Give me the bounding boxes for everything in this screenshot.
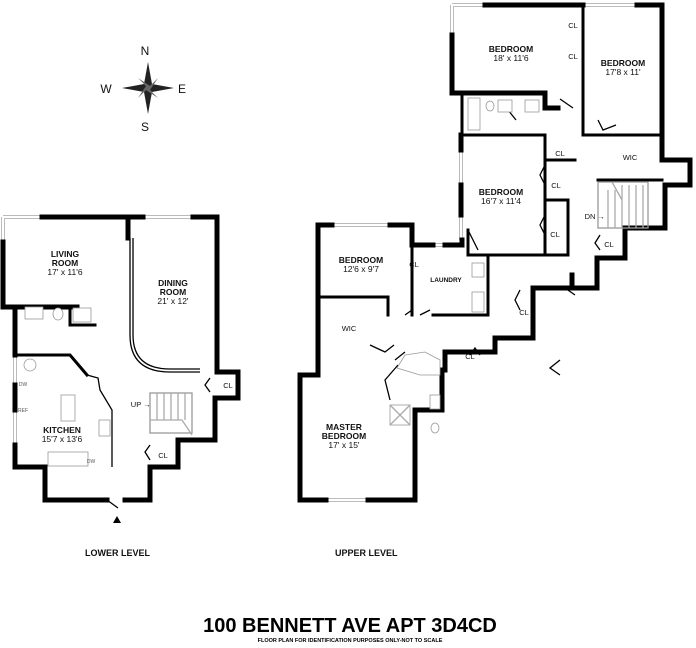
room-wic: WIC (623, 153, 638, 162)
toilet-icon (485, 100, 495, 112)
stairs-down (597, 181, 649, 229)
room-bedroom-size: 18' x 11'6 (493, 53, 528, 63)
compass-n: N (141, 44, 150, 58)
upper-level-plan: DN → BEDROOM 18' x 11'6 BEDROOM 17'8 x 1… (297, 2, 693, 558)
stairs-up-label: UP (131, 400, 141, 409)
arrow-right-icon: → (143, 400, 151, 409)
arrow-right-icon: → (597, 212, 605, 221)
closet-label: CL (465, 352, 475, 361)
room-dining-name: DINING (158, 278, 188, 288)
room-master-size: 17' x 15' (328, 440, 360, 450)
sink-icon (497, 99, 513, 113)
closet-label: CL (409, 260, 419, 269)
kitchen-sink (47, 451, 89, 467)
bathtub-icon (467, 97, 481, 131)
closet-label: CL (555, 149, 565, 158)
room-kitchen-size: 15'7 x 13'6 (42, 434, 83, 444)
compass-s: S (141, 120, 149, 134)
room-bedroom-name: BEDROOM (489, 44, 533, 54)
closet-label: CL (223, 381, 233, 390)
dryer-icon (471, 291, 485, 313)
stairs-down-label: DN (585, 212, 596, 221)
closet-label: CL (568, 21, 578, 30)
room-bedroom-size: 16'7 x 11'4 (481, 196, 521, 206)
compass-w: W (100, 82, 112, 96)
lower-walls (0, 214, 241, 503)
closet-label: CL (551, 181, 561, 190)
lower-level-plan: UP → LIVING ROOM 17' x 11'6 DINING ROOM … (0, 214, 241, 558)
closet-label: CL (158, 451, 168, 460)
closet-label: CL (550, 230, 560, 239)
upper-level-label: UPPER LEVEL (335, 548, 398, 558)
appliance-label: REF (18, 408, 28, 414)
room-bedroom-size: 12'6 x 9'7 (343, 264, 379, 274)
room-living-name: LIVING (51, 249, 80, 259)
sink-icon (524, 99, 540, 113)
room-living-name2: ROOM (52, 258, 78, 268)
room-living-size: 17' x 11'6 (47, 267, 82, 277)
closet-label: CL (519, 308, 529, 317)
shower-icon (389, 404, 411, 426)
sink-icon (72, 307, 92, 323)
page-title: 100 BENNETT AVE APT 3D4CD (203, 615, 497, 637)
toilet-icon (52, 307, 64, 321)
closet-label: CL (604, 240, 614, 249)
compass-e: E (178, 82, 186, 96)
appliance-label: DW (87, 459, 96, 465)
room-master-name2: BEDROOM (322, 431, 366, 441)
stove-icon (98, 419, 111, 437)
lazy-susan (23, 358, 37, 372)
room-dining-name2: ROOM (160, 287, 186, 297)
sink-icon (24, 306, 44, 320)
bathtub-icon (396, 351, 441, 376)
room-wic: WIC (342, 324, 357, 333)
room-bedroom-name: BEDROOM (479, 187, 523, 197)
closet-label: CL (568, 52, 578, 61)
room-bedroom-name: BEDROOM (601, 58, 645, 68)
room-bedroom-size: 17'8 x 11' (605, 67, 641, 77)
kitchen-island (60, 394, 76, 422)
stairs-up (149, 392, 193, 436)
entrance-marker-icon (113, 516, 121, 523)
room-dining-size: 21' x 12' (157, 296, 189, 306)
page-subtitle: FLOOR PLAN FOR IDENTIFICATION PURPOSES O… (258, 638, 443, 644)
upper-walls (297, 2, 693, 503)
sink-icon (429, 394, 441, 410)
compass-rose-icon: N S E W (100, 44, 186, 134)
lower-level-label: LOWER LEVEL (85, 548, 151, 558)
room-bedroom-name: BEDROOM (339, 255, 383, 265)
room-laundry: LAUNDRY (430, 277, 462, 284)
toilet-icon (430, 422, 440, 434)
room-master-name: MASTER (326, 422, 362, 432)
appliance-label: DW (19, 382, 28, 388)
room-kitchen-name: KITCHEN (43, 425, 81, 435)
washer-icon (471, 262, 485, 278)
